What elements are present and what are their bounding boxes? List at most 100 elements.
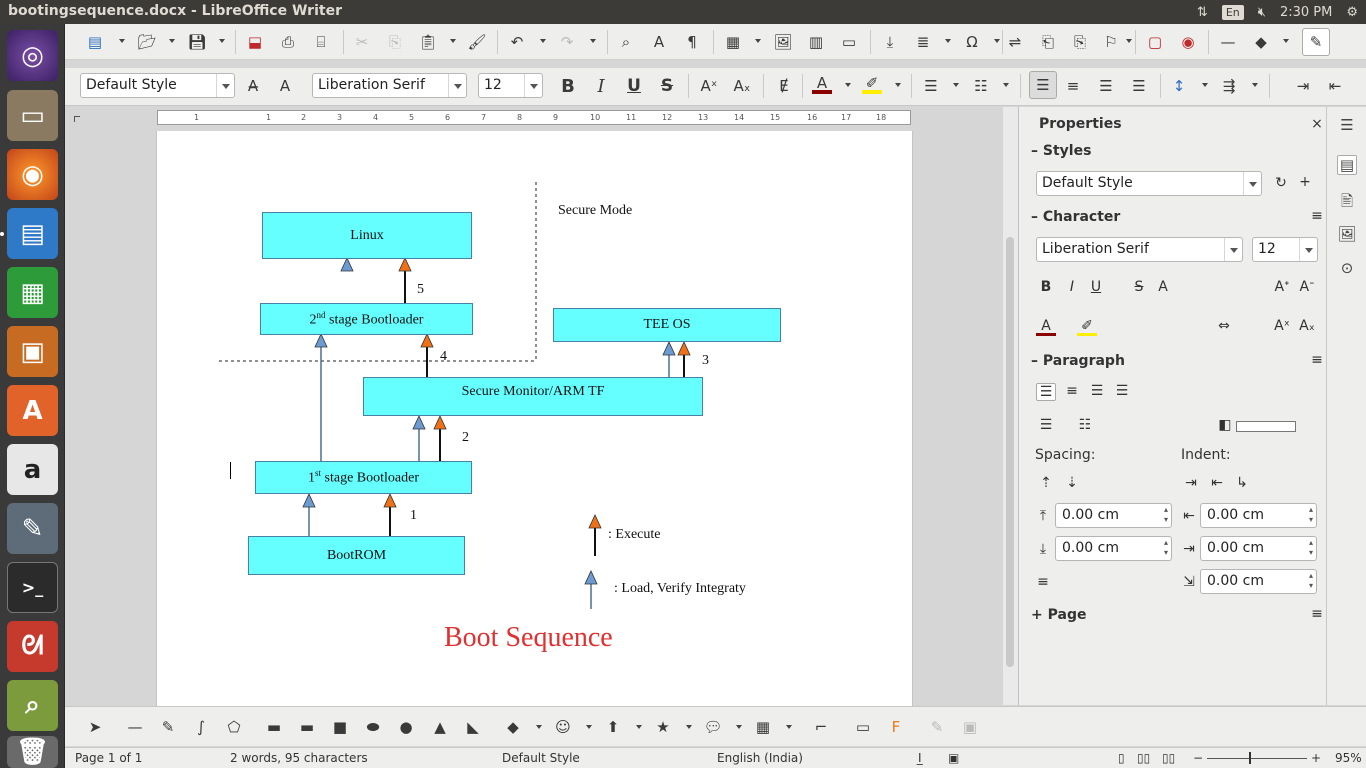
background-color-swatch[interactable] [1236,421,1296,432]
vertical-scrollbar[interactable] [1003,107,1018,705]
print-icon[interactable]: ⎙ [281,33,294,51]
line-spacing-icon[interactable]: ≡ [1037,574,1049,590]
volume-icon[interactable]: 🔇︎ [1257,4,1266,20]
copy-icon[interactable]: ⎘ [388,33,401,51]
underline-button[interactable]: U [627,76,641,96]
decrease-indent-icon[interactable]: ⇤ [1328,77,1342,95]
text-language[interactable]: English (India) [717,751,803,765]
linux-box[interactable]: Linux [262,212,472,259]
shapes-dropdown[interactable] [1283,39,1289,43]
basic-shapes-icon[interactable]: ◆ [1255,33,1267,51]
font-color-icon[interactable]: A [812,74,832,94]
find-replace-icon[interactable]: ⌕ [621,33,631,51]
strikethrough-button[interactable]: S [660,76,674,96]
track-changes-icon[interactable]: ◉ [1181,33,1195,51]
formatting-marks-icon[interactable]: ¶ [687,33,697,51]
writer-icon[interactable]: ▤ [7,208,58,259]
trash-icon[interactable]: 🗑︎ [7,736,58,768]
decrease-spacing-icon[interactable]: ⇣ [1066,475,1078,491]
block-arrows-icon[interactable]: ⬆ [606,718,620,736]
sidebar-style-combo[interactable]: Default Style [1036,171,1262,196]
sidebar-strike-button[interactable]: S [1134,279,1144,295]
impress-icon[interactable]: ▣ [7,326,58,377]
terminal-icon[interactable]: >_ [7,562,58,613]
gear-icon[interactable]: ⚙ [1346,4,1358,20]
flowchart-dropdown[interactable] [786,725,792,729]
print-preview-icon[interactable]: ⌸ [316,33,326,51]
fontwork-icon[interactable]: F [891,718,901,736]
numbered-list-icon[interactable]: ☷ [974,77,988,95]
second-stage-bootloader-box[interactable]: 2nd stage Bootloader [260,303,473,335]
sidebar-font-combo[interactable]: Liberation Serif [1036,237,1243,262]
numbered-dropdown[interactable] [1003,83,1009,87]
line-spacing-icon[interactable]: ↕ [1172,77,1186,95]
paragraph-spacing-icon[interactable]: ⇶ [1222,77,1236,95]
save-icon[interactable]: 💾︎ [187,33,207,51]
connectors-icon[interactable]: ⌐ [814,718,828,736]
keyboard-language-indicator[interactable]: En [1221,4,1244,20]
rounded-rectangle-icon[interactable]: ▬ [299,718,315,736]
network-icon[interactable]: ⇅ [1196,4,1208,20]
sidebar-align-left-icon[interactable]: ☰ [1036,383,1056,401]
after-text-indent-input[interactable]: 0.00 cm [1200,536,1317,561]
page-break-icon[interactable]: ⤓ [886,33,894,51]
amazon-icon[interactable]: a [7,444,58,495]
sidebar-shadow-button[interactable]: A [1158,279,1168,295]
sidebar-font-color-icon[interactable]: A [1036,318,1056,336]
update-style-icon[interactable]: A̶ [247,77,259,95]
paste-dropdown[interactable] [450,39,456,43]
extrusion-icon[interactable]: ▣ [962,718,978,736]
sidebar-background-color-icon[interactable]: ◧ [1218,417,1232,433]
triangle-icon[interactable]: ▲ [434,718,446,736]
circle-icon[interactable]: ● [399,718,413,736]
right-triangle-icon[interactable]: ◣ [467,718,479,736]
ubuntu-dash-icon[interactable]: ◎ [7,30,58,81]
sidebar-italic-button[interactable]: I [1069,279,1075,295]
increase-indent-icon[interactable]: ⇥ [1296,77,1310,95]
zoom-out-icon[interactable]: − [1193,751,1204,765]
insert-image-icon[interactable]: 🖼︎ [773,33,793,51]
polygon-icon[interactable]: ⬠ [227,718,241,736]
freeform-icon[interactable]: ✎ [161,718,175,736]
zoom-in-icon[interactable]: + [1311,751,1322,765]
gallery-tab-icon[interactable]: 🖼︎ [1337,225,1357,243]
para-spacing-dropdown[interactable] [1252,83,1258,87]
endnote-icon[interactable]: ⎘ [1073,33,1086,51]
hanging-indent-icon[interactable]: ↳ [1236,475,1248,491]
callouts-dropdown[interactable] [736,725,742,729]
character-section-header[interactable]: – Character [1031,209,1121,225]
character-more-icon[interactable]: ≡ [1311,208,1323,224]
symbol-shapes-icon[interactable]: ☺ [555,718,571,736]
stars-icon[interactable]: ★ [656,718,670,736]
insert-mode-icon[interactable]: I̲ [918,751,922,765]
sidebar-bullets-icon[interactable]: ☰ [1039,417,1053,433]
flowchart-icon[interactable]: ▦ [755,718,771,736]
decrease-indent-icon[interactable]: ⇤ [1211,475,1223,491]
undo-icon[interactable]: ↶ [510,33,524,51]
sidebar-highlight-icon[interactable]: ✐ [1077,318,1097,336]
highlight-dropdown[interactable] [895,83,901,87]
bookmark-icon[interactable]: ⚐ [1104,33,1118,51]
styles-tab-icon[interactable]: 🖹︎ [1340,192,1354,210]
insert-textbox-icon[interactable]: ▭ [855,718,871,736]
sidebar-underline-button[interactable]: U [1090,279,1102,295]
italic-button[interactable]: I [597,75,605,97]
basic-shapes-icon[interactable]: ◆ [507,718,519,736]
square-icon[interactable]: ■ [332,718,348,736]
cut-icon[interactable]: ✂ [355,33,369,51]
page-style[interactable]: Default Style [502,751,580,765]
sidebar-bold-button[interactable]: B [1040,279,1052,295]
new-style-icon[interactable]: A [279,77,291,95]
sidebar-settings-icon[interactable]: ☰ [1340,116,1354,134]
clone-formatting-icon[interactable]: 🖌︎ [467,33,487,51]
before-text-indent-input[interactable]: 0.00 cm [1200,503,1317,528]
tee-os-box[interactable]: TEE OS [553,308,781,342]
align-right-icon[interactable]: ☰ [1099,77,1113,95]
new-document-icon[interactable]: ▤ [87,33,103,51]
new-style-icon[interactable]: + [1299,174,1311,190]
special-char-dropdown[interactable] [994,39,1000,43]
line-icon[interactable]: — [127,718,143,736]
paragraph-section-header[interactable]: – Paragraph [1031,353,1125,369]
sidebar-size-combo[interactable]: 12 [1252,237,1318,262]
clock[interactable]: 2:30 PM [1279,4,1333,20]
